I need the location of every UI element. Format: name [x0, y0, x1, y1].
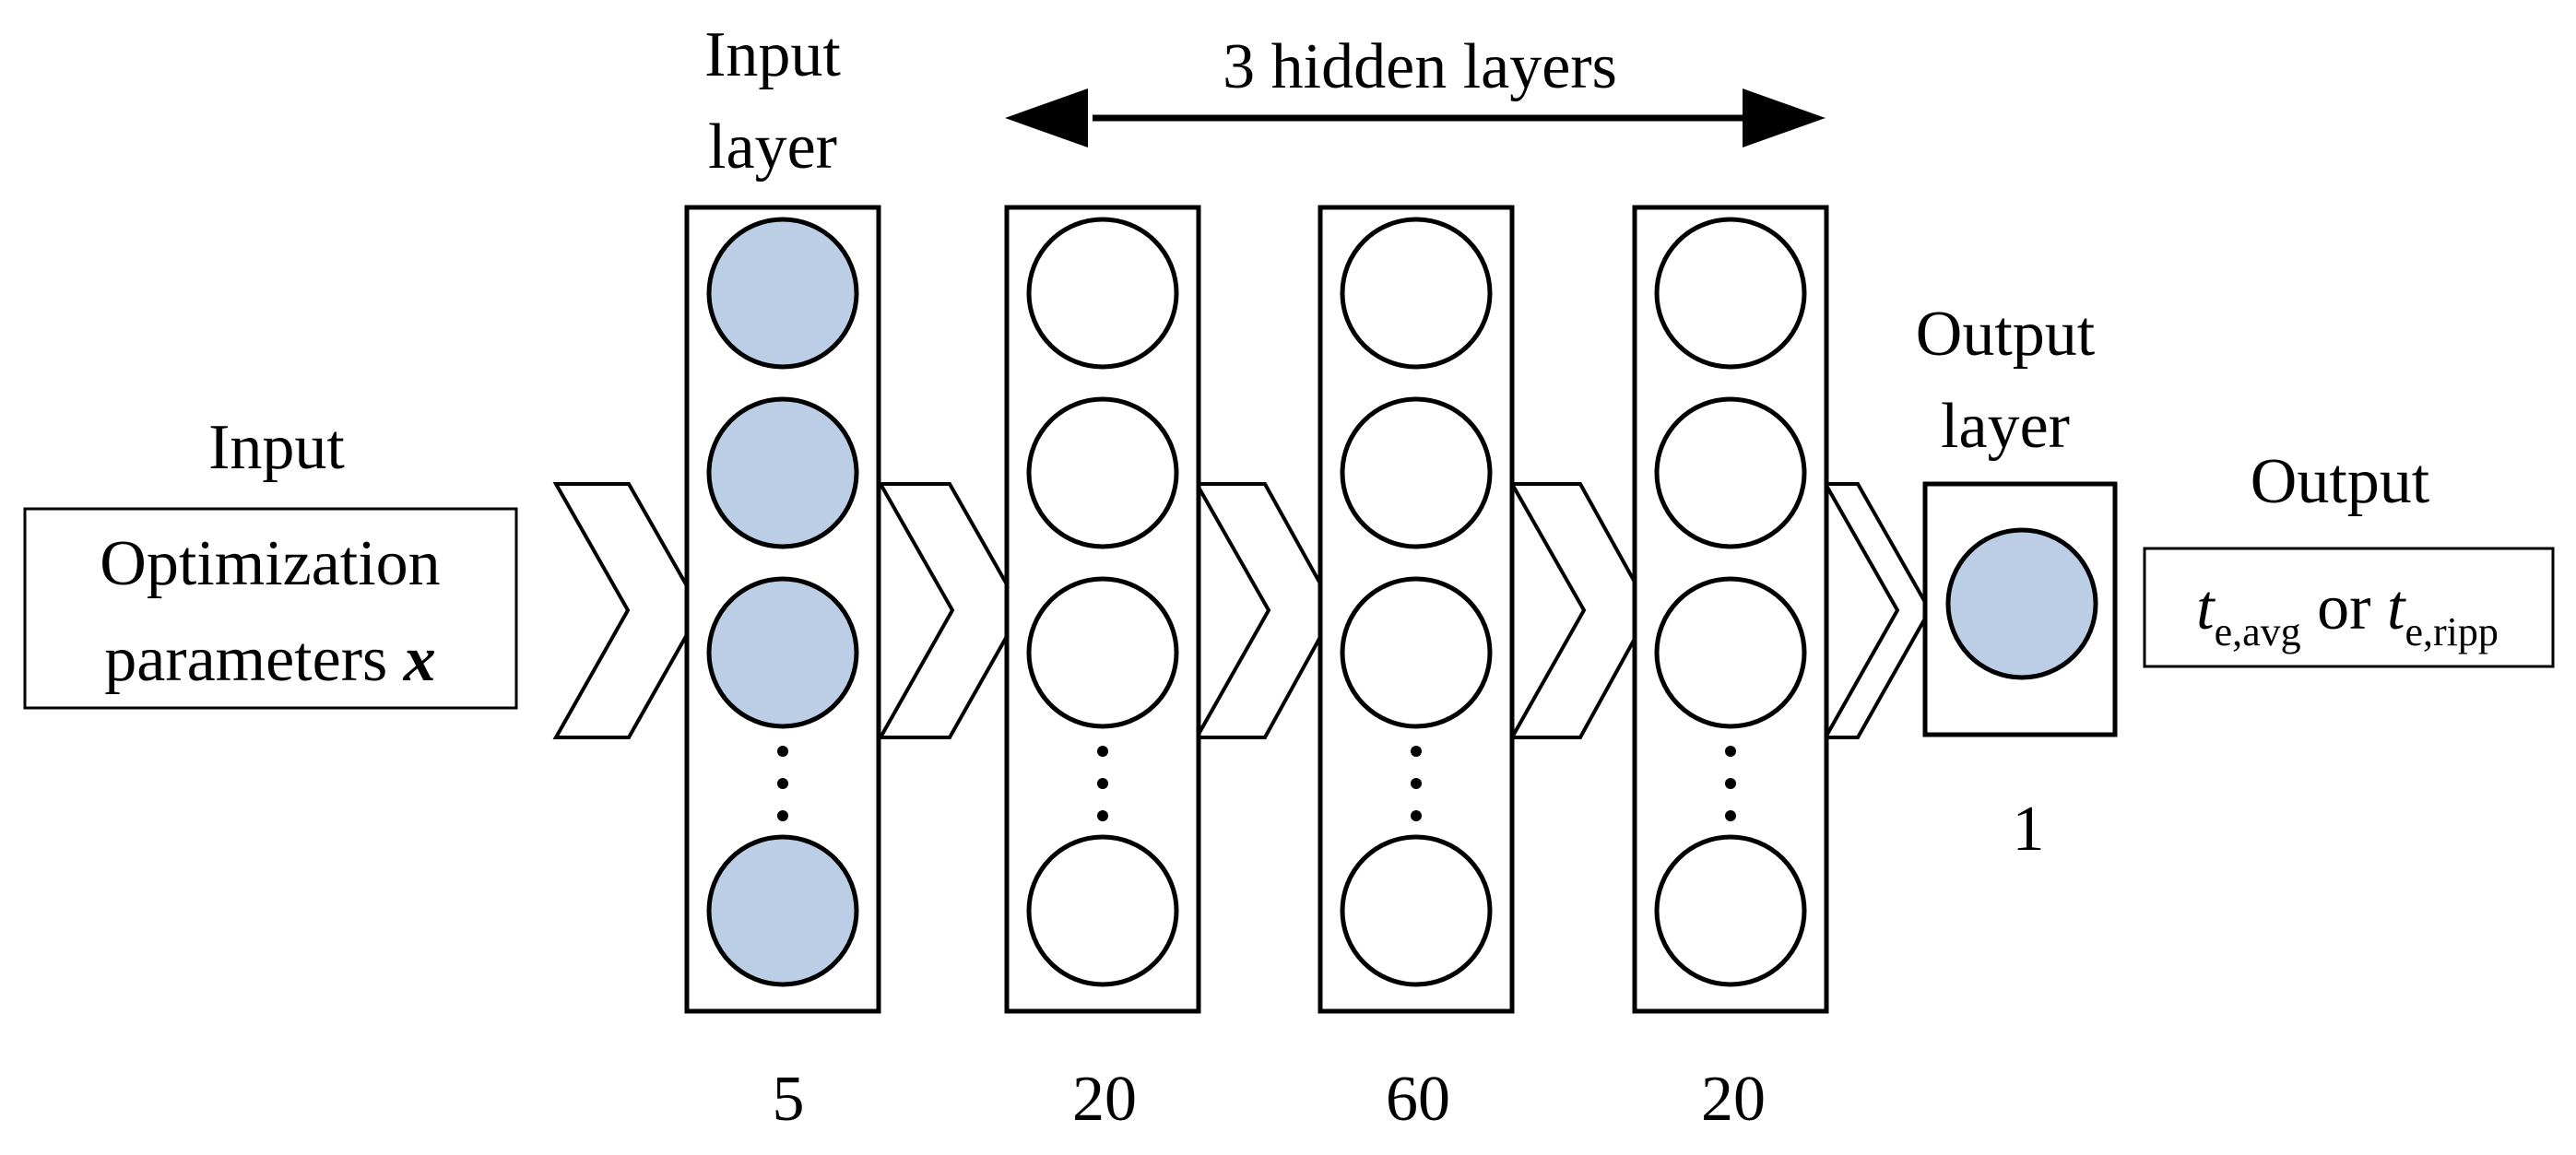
hidden-layer-2-node	[1340, 576, 1493, 729]
hidden-layer-3	[1632, 205, 1829, 1014]
input-layer-node	[706, 576, 859, 729]
hidden-layer-1-node	[1026, 834, 1179, 987]
output-sub-1: e,avg	[2215, 609, 2301, 654]
hidden-layer-2-count: 60	[1386, 1064, 1450, 1135]
hidden-layer-1-node	[1026, 217, 1179, 370]
hidden-1-to-hidden-2-arrow	[1193, 482, 1338, 739]
hidden-layer-3-node	[1654, 834, 1807, 987]
hidden-layer-3-node	[1654, 396, 1807, 549]
hidden-layer-1-node	[1026, 576, 1179, 729]
output-layer-count: 1	[2013, 794, 2045, 865]
hidden-span-arrowhead-right	[1743, 88, 1826, 147]
output-box	[2143, 547, 2555, 668]
hidden-layer-3-ellipsis-dot	[1725, 810, 1736, 821]
output-var-1: t	[2196, 572, 2216, 643]
hidden-span-arrowhead-left	[1005, 88, 1088, 147]
hidden-layer-2-ellipsis-dot	[1411, 778, 1422, 789]
output-heading: Output	[2251, 446, 2430, 517]
hidden-layer-1-count: 20	[1072, 1064, 1137, 1135]
output-connector: or	[2301, 572, 2387, 643]
hidden-2-to-hidden-3-arrow	[1508, 482, 1653, 739]
hidden-3-to-output-arrow	[1822, 482, 1932, 739]
hidden-layer-2	[1318, 205, 1515, 1014]
input-layer-ellipsis-dot	[777, 778, 788, 789]
hidden-layer-3-count: 20	[1701, 1064, 1766, 1135]
layers	[684, 205, 2118, 1014]
hidden-layer-3-node	[1654, 576, 1807, 729]
output-layer-title-line2: layer	[1941, 391, 2070, 462]
input-box-line2: parameters x	[104, 624, 436, 695]
output-var-2: t	[2387, 572, 2406, 643]
output-layer-title-line1: Output	[1916, 299, 2096, 370]
hidden-layer-1	[1004, 205, 1201, 1014]
input-box-line2-text: parameters	[104, 624, 404, 695]
hidden-layer-2-node	[1340, 396, 1493, 549]
output-layer-node	[1945, 527, 2098, 680]
hidden-layer-1-ellipsis-dot	[1097, 778, 1108, 789]
input-layer-count: 5	[773, 1064, 805, 1135]
input-layer-ellipsis-dot	[777, 810, 788, 821]
hidden-layer-3-node	[1654, 217, 1807, 370]
input-variable-x: x	[403, 624, 436, 695]
input-heading: Input	[208, 412, 345, 483]
hidden-layer-2-node	[1340, 217, 1493, 370]
output-expression: te,avg or te,ripp	[2196, 572, 2499, 654]
output-layer	[1922, 481, 2118, 737]
input-layer	[684, 205, 881, 1014]
hidden-layer-1-ellipsis-dot	[1097, 746, 1108, 757]
input-box-line1: Optimization	[100, 528, 440, 599]
input-layer-ellipsis-dot	[777, 746, 788, 757]
input-layer-title-line2: layer	[708, 112, 837, 183]
hidden-layer-3-ellipsis-dot	[1725, 778, 1736, 789]
hidden-layer-3-ellipsis-dot	[1725, 746, 1736, 757]
flow-arrows	[552, 482, 1932, 739]
input-layer-node	[706, 834, 859, 987]
input-to-layer-arrow	[552, 482, 703, 739]
hidden-layer-2-ellipsis-dot	[1411, 810, 1422, 821]
hidden-layer-2-ellipsis-dot	[1411, 746, 1422, 757]
hidden-layer-2-node	[1340, 834, 1493, 987]
hidden-layer-1-node	[1026, 396, 1179, 549]
hidden-layers-label: 3 hidden layers	[1223, 31, 1617, 102]
input-layer-to-hidden-1-arrow	[877, 482, 1024, 739]
input-layer-node	[706, 217, 859, 370]
input-layer-node	[706, 396, 859, 549]
output-sub-2: e,ripp	[2405, 609, 2498, 654]
input-box	[23, 507, 518, 710]
hidden-layer-1-ellipsis-dot	[1097, 810, 1108, 821]
input-layer-title-line1: Input	[704, 19, 841, 90]
